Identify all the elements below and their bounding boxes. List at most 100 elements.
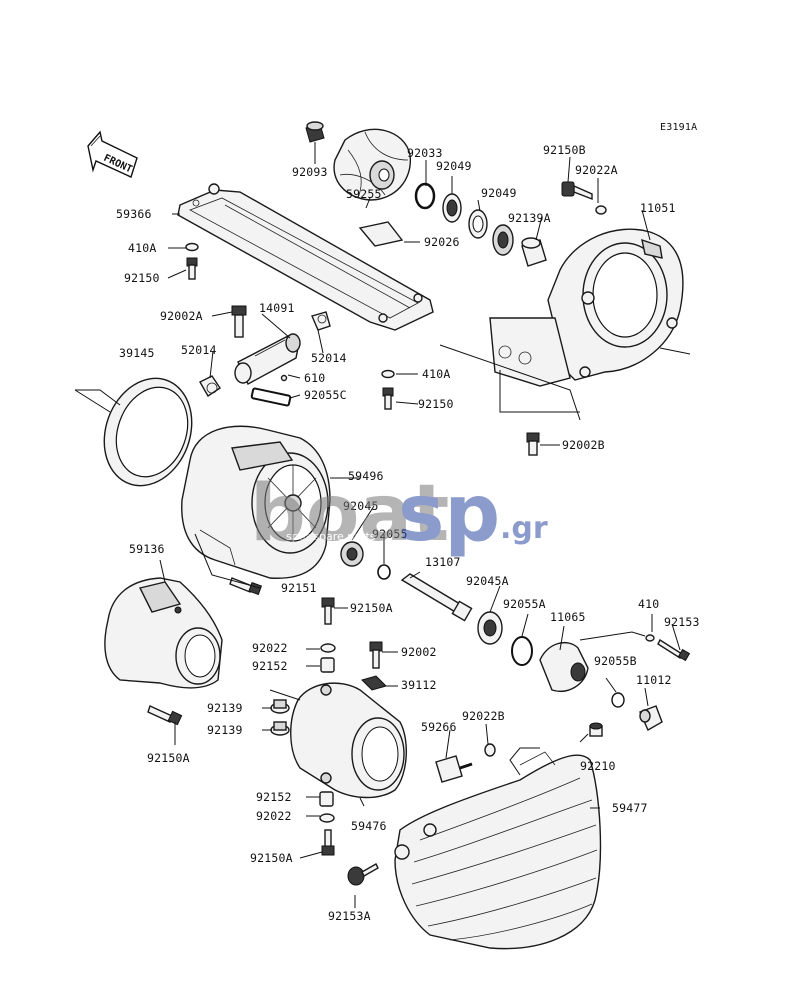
bolt-92002 bbox=[369, 641, 383, 669]
gasket-92055c bbox=[250, 387, 292, 407]
shim-part bbox=[358, 221, 404, 247]
bolt-92151 bbox=[229, 577, 263, 596]
label-92153a: 92153A bbox=[328, 909, 371, 923]
label-59366: 59366 bbox=[116, 207, 152, 221]
screw-92210 bbox=[589, 722, 603, 737]
label-92153: 92153 bbox=[664, 615, 700, 629]
label-52014-b: 52014 bbox=[311, 351, 347, 365]
label-11051: 11051 bbox=[640, 201, 676, 215]
bushing-92139b bbox=[270, 721, 290, 736]
housing-59136 bbox=[104, 577, 223, 689]
label-92002: 92002 bbox=[401, 645, 437, 659]
label-11012: 11012 bbox=[636, 673, 672, 687]
bolt-92150-top bbox=[186, 257, 198, 280]
label-39112: 39112 bbox=[401, 678, 437, 692]
label-92055: 92055 bbox=[372, 527, 408, 541]
label-92150-mid: 92150 bbox=[418, 397, 454, 411]
label-92049-b: 92049 bbox=[481, 186, 517, 200]
label-92055c: 92055C bbox=[304, 388, 347, 402]
label-59476: 59476 bbox=[351, 819, 387, 833]
label-59496: 59496 bbox=[348, 469, 384, 483]
label-92022b: 92022B bbox=[462, 709, 505, 723]
watermark-tagline: spot spare parts bbox=[286, 530, 376, 543]
diagram-code: E3191A bbox=[660, 122, 697, 133]
label-59255: 59255 bbox=[346, 187, 382, 201]
bolt-92150a-bot bbox=[321, 829, 335, 856]
label-92150-top: 92150 bbox=[124, 271, 160, 285]
fitting-52014 bbox=[199, 375, 221, 397]
label-59477: 59477 bbox=[612, 801, 648, 815]
cap-11065 bbox=[539, 641, 589, 692]
label-14091: 14091 bbox=[259, 301, 295, 315]
label-92150a-bot: 92150A bbox=[250, 851, 293, 865]
label-92150a-mid: 92150A bbox=[350, 601, 393, 615]
oring-92055 bbox=[377, 564, 391, 580]
bolt-92153 bbox=[657, 638, 691, 662]
washer-410 bbox=[645, 634, 655, 642]
label-92210: 92210 bbox=[580, 759, 616, 773]
label-92093: 92093 bbox=[292, 165, 328, 179]
nozzle-housing bbox=[489, 228, 684, 387]
watermark-brand-a: boat bbox=[250, 469, 449, 559]
ring-39145 bbox=[103, 377, 193, 487]
shaft-13107 bbox=[400, 573, 473, 622]
label-92152-bot: 92152 bbox=[256, 790, 292, 804]
label-92055b: 92055B bbox=[594, 654, 637, 668]
fitting-59266 bbox=[435, 755, 473, 783]
label-92055a: 92055A bbox=[503, 597, 546, 611]
label-92002a: 92002A bbox=[160, 309, 203, 323]
label-59266: 59266 bbox=[421, 720, 457, 734]
bushing-part bbox=[521, 237, 547, 267]
label-52014-a: 52014 bbox=[181, 343, 217, 357]
label-92026: 92026 bbox=[424, 235, 460, 249]
label-92022-bot: 92022 bbox=[256, 809, 292, 823]
bolt-92150-mid bbox=[382, 387, 394, 410]
label-92150a-left: 92150A bbox=[147, 751, 190, 765]
label-39145: 39145 bbox=[119, 346, 155, 360]
label-610: 610 bbox=[304, 371, 325, 385]
label-92022a: 92022A bbox=[575, 163, 618, 177]
watermark: boat sp .gr spot spare parts bbox=[250, 469, 548, 559]
pump-case bbox=[181, 425, 331, 579]
bolt-92002a bbox=[231, 305, 247, 338]
collar-92152-bot bbox=[319, 791, 334, 807]
label-410a-top: 410A bbox=[128, 241, 157, 255]
label-92002b: 92002B bbox=[562, 438, 605, 452]
label-92049-a: 92049 bbox=[436, 159, 472, 173]
watermark-tld: .gr bbox=[500, 511, 548, 546]
steering-nozzle bbox=[290, 682, 408, 799]
label-11065: 11065 bbox=[550, 610, 586, 624]
watermark-brand-b: sp bbox=[398, 469, 500, 559]
part-labels: 92093 92033 92049 92049 92150B 92022A 59… bbox=[116, 143, 700, 923]
washer-92022b bbox=[484, 743, 496, 757]
washer-92022a bbox=[595, 205, 607, 215]
bolt-92150b bbox=[561, 181, 593, 201]
leader-lines bbox=[74, 142, 691, 908]
label-92151: 92151 bbox=[281, 581, 317, 595]
plug-11012 bbox=[639, 705, 663, 731]
reverse-bucket bbox=[394, 751, 602, 950]
label-92150b: 92150B bbox=[543, 143, 586, 157]
screw-92153a bbox=[347, 863, 379, 886]
washer-410a-top bbox=[185, 242, 199, 252]
oring-92055b bbox=[611, 692, 625, 708]
cap-92045 bbox=[340, 541, 364, 567]
label-13107: 13107 bbox=[425, 555, 461, 569]
ride-plate-bracket bbox=[177, 183, 434, 331]
washer-92022-bot bbox=[319, 813, 335, 823]
label-92139-b: 92139 bbox=[207, 723, 243, 737]
bolt-92150a-mid bbox=[321, 597, 335, 625]
label-92152-top: 92152 bbox=[252, 659, 288, 673]
collar-92152-top bbox=[320, 657, 335, 673]
label-92045a: 92045A bbox=[466, 574, 509, 588]
label-410: 410 bbox=[638, 597, 659, 611]
label-92139a: 92139A bbox=[508, 211, 551, 225]
oring-92055a bbox=[511, 636, 533, 666]
bearing-92045a bbox=[477, 611, 503, 645]
seal-rings bbox=[414, 182, 514, 256]
label-59136: 59136 bbox=[129, 542, 165, 556]
bolt-92150a-left bbox=[147, 705, 183, 726]
label-410a-mid: 410A bbox=[422, 367, 451, 381]
fitting-assembly bbox=[234, 311, 331, 385]
